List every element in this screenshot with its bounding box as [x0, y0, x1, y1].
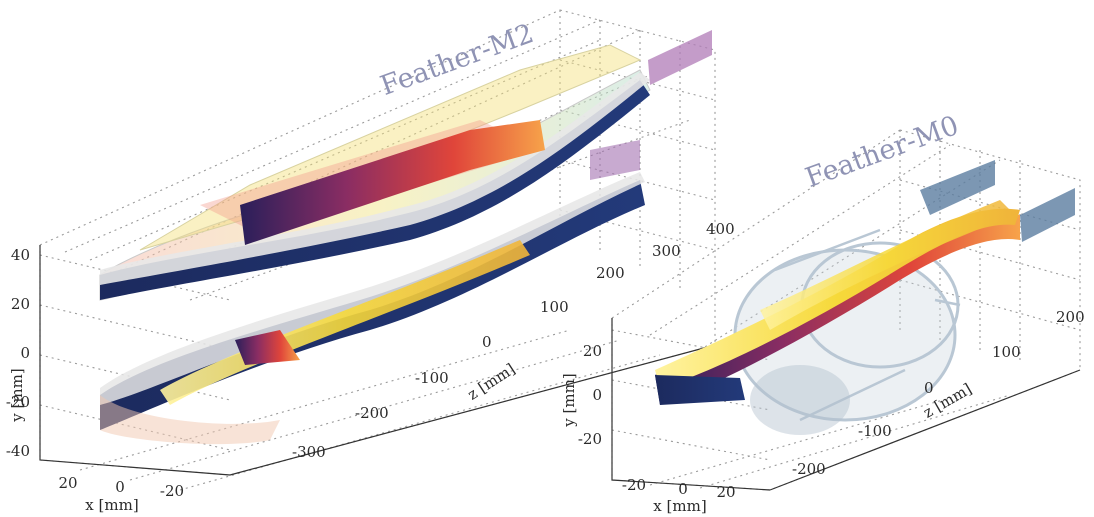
feather-m0-coil	[655, 160, 1075, 435]
feather-m2-coil	[99, 30, 712, 445]
left-x-tick: -20	[160, 482, 184, 500]
right-z-tick: -200	[792, 460, 826, 478]
left-z-tick: -200	[355, 404, 389, 422]
left-y-tick: -40	[6, 442, 30, 460]
left-z-tick: -100	[415, 369, 449, 387]
right-y-tick: 20	[583, 342, 602, 360]
left-z-tick: 300	[652, 242, 681, 260]
left-z-ticks: 400 300 200 100 0 -100 -200 -300	[292, 220, 735, 461]
left-y-ticks: 40 20 0 -20 -40	[6, 246, 30, 460]
right-z-tick: 100	[992, 343, 1021, 361]
right-z-tick: 200	[1056, 308, 1085, 326]
left-y-tick: 40	[11, 246, 30, 264]
right-z-tick: -100	[858, 422, 892, 440]
left-z-tick: 400	[706, 220, 735, 238]
right-axes-frame	[611, 318, 771, 491]
right-x-axis-label: x [mm]	[653, 497, 706, 515]
left-x-axis-label: x [mm]	[85, 496, 138, 514]
right-panel-title: Feather-M0	[801, 110, 962, 194]
left-y-tick: 20	[11, 295, 30, 313]
left-axes-frame	[39, 245, 231, 476]
right-x-ticks: -20 0 20	[622, 476, 736, 501]
left-x-ticks: 20 0 -20	[58, 474, 184, 500]
right-panel: 20 0 -20 y [mm] -20 0 20 x [mm] 200 100 …	[560, 110, 1085, 515]
right-x-tick: -20	[622, 476, 646, 494]
left-x-tick: 0	[115, 478, 125, 496]
right-z-ticks: 200 100 0 -100 -200	[792, 308, 1085, 478]
right-y-axis-label: y [mm]	[560, 373, 578, 427]
right-x-tick: 0	[678, 480, 688, 498]
left-z-axis-line	[229, 344, 716, 476]
right-z-tick: 0	[924, 379, 934, 397]
right-x-tick: 20	[716, 483, 735, 501]
left-z-tick: -300	[292, 443, 326, 461]
right-y-tick: -20	[578, 430, 602, 448]
left-z-tick: 100	[540, 298, 569, 316]
left-z-tick: 200	[596, 264, 625, 282]
left-panel: 40 20 0 -20 -40 y [mm] 20 0 -20 x [mm] 4…	[6, 9, 735, 514]
left-y-axis-label: y [mm]	[8, 368, 26, 422]
left-y-tick: 0	[20, 344, 30, 362]
right-z-axis-line	[769, 369, 1081, 491]
left-z-tick: 0	[482, 333, 492, 351]
left-y-tick: -20	[6, 393, 30, 411]
right-y-ticks: 20 0 -20	[578, 342, 602, 448]
left-x-tick: 20	[58, 474, 77, 492]
right-y-tick: 0	[592, 386, 602, 404]
